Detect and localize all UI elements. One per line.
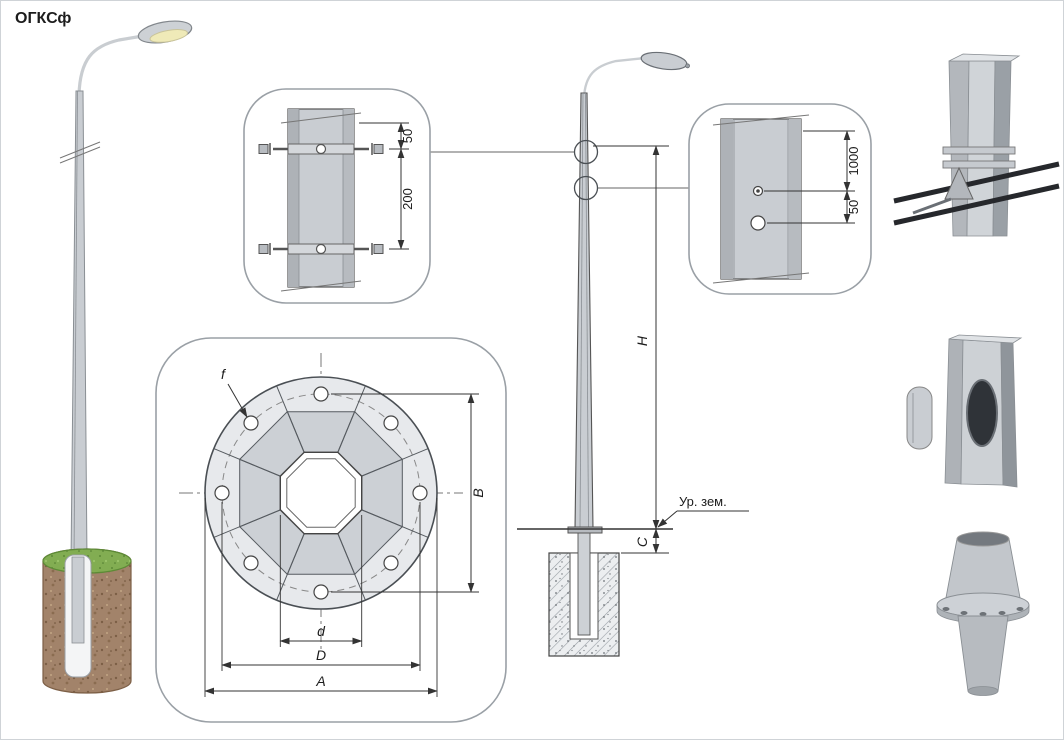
dim-200: 200 <box>389 148 415 250</box>
dim-B: B <box>331 393 486 593</box>
flange-bolt-hole <box>942 607 950 611</box>
svg-text:200: 200 <box>400 188 415 210</box>
pole-shaft <box>70 90 88 562</box>
pole-top-face <box>948 53 1021 62</box>
svg-text:50: 50 <box>846 200 861 214</box>
svg-text:A: A <box>315 673 325 689</box>
flange-bolt-hole <box>979 612 987 616</box>
lamp-head <box>137 20 193 44</box>
flange-detail-callout: f B d D A <box>155 337 507 723</box>
access-hatch-3d-render <box>906 334 1023 488</box>
break-mark <box>712 272 810 284</box>
page-title: ОГКСф <box>15 10 71 27</box>
cable <box>893 183 1060 226</box>
break-mark <box>712 114 810 126</box>
embedded-pole <box>71 556 85 644</box>
octagon-hole <box>279 451 363 535</box>
ground-level-label: Ур. зем. <box>657 494 749 528</box>
dim-D: D <box>221 502 421 671</box>
base-flange <box>567 526 603 534</box>
svg-text:D: D <box>316 647 326 663</box>
dim-1000: 1000 <box>764 130 861 192</box>
dim-50: 50 <box>359 122 415 150</box>
pole-shaft <box>574 92 594 530</box>
dim-H: H <box>593 145 669 530</box>
svg-text:Ур. зем.: Ур. зем. <box>679 494 727 509</box>
cable <box>893 161 1060 204</box>
clamp-band <box>942 160 1016 169</box>
svg-text:50: 50 <box>400 129 415 143</box>
dim-C: C <box>621 528 669 554</box>
cable-hole <box>750 215 766 231</box>
lamp-arm <box>583 57 646 99</box>
break-mark <box>280 112 362 124</box>
flange-bolt-hole <box>998 611 1006 615</box>
svg-text:C: C <box>634 536 650 547</box>
svg-text:d: d <box>317 623 326 639</box>
break-mark <box>280 280 362 292</box>
flange-bolt-hole <box>1016 607 1024 611</box>
svg-text:B: B <box>470 488 486 497</box>
lamp-arm <box>78 35 144 96</box>
svg-text:1000: 1000 <box>846 147 861 176</box>
dim-A: A <box>204 498 438 697</box>
detail-marker-circle-lower <box>573 175 599 201</box>
shell-lower-cone <box>957 615 1009 692</box>
pole-3d-render <box>42 20 193 694</box>
lamp-head <box>640 51 690 71</box>
cable-clamp-3d-render <box>893 53 1060 237</box>
break-mark <box>59 141 101 159</box>
shell-opening <box>956 531 1010 547</box>
lamp-glow <box>149 29 188 43</box>
grip-tail <box>912 197 952 215</box>
cable-entry-detail-callout: 1000 50 <box>688 103 872 295</box>
wedge-clamp <box>944 166 974 200</box>
svg-text:f: f <box>221 366 227 382</box>
flange-bolt-hole <box>960 611 968 615</box>
pole-elevation-drawing: H C Ур. зем. <box>517 51 749 657</box>
dim-d: d <box>279 515 363 647</box>
hatch-opening <box>966 379 998 447</box>
clamp-detail-callout: 50 200 <box>243 88 431 304</box>
hatch-cover <box>906 386 933 450</box>
clamp-band <box>942 146 1016 155</box>
embedded-pole-neck <box>577 530 591 636</box>
foundation-shell-3d-render <box>936 531 1030 696</box>
dim-50-offset: 50 <box>767 190 861 224</box>
foundation-cylinder <box>42 548 132 694</box>
pole-top-face <box>948 334 1023 344</box>
dim-f: f <box>221 366 248 418</box>
svg-text:H: H <box>634 335 650 346</box>
detail-marker-circle-upper <box>573 139 599 165</box>
